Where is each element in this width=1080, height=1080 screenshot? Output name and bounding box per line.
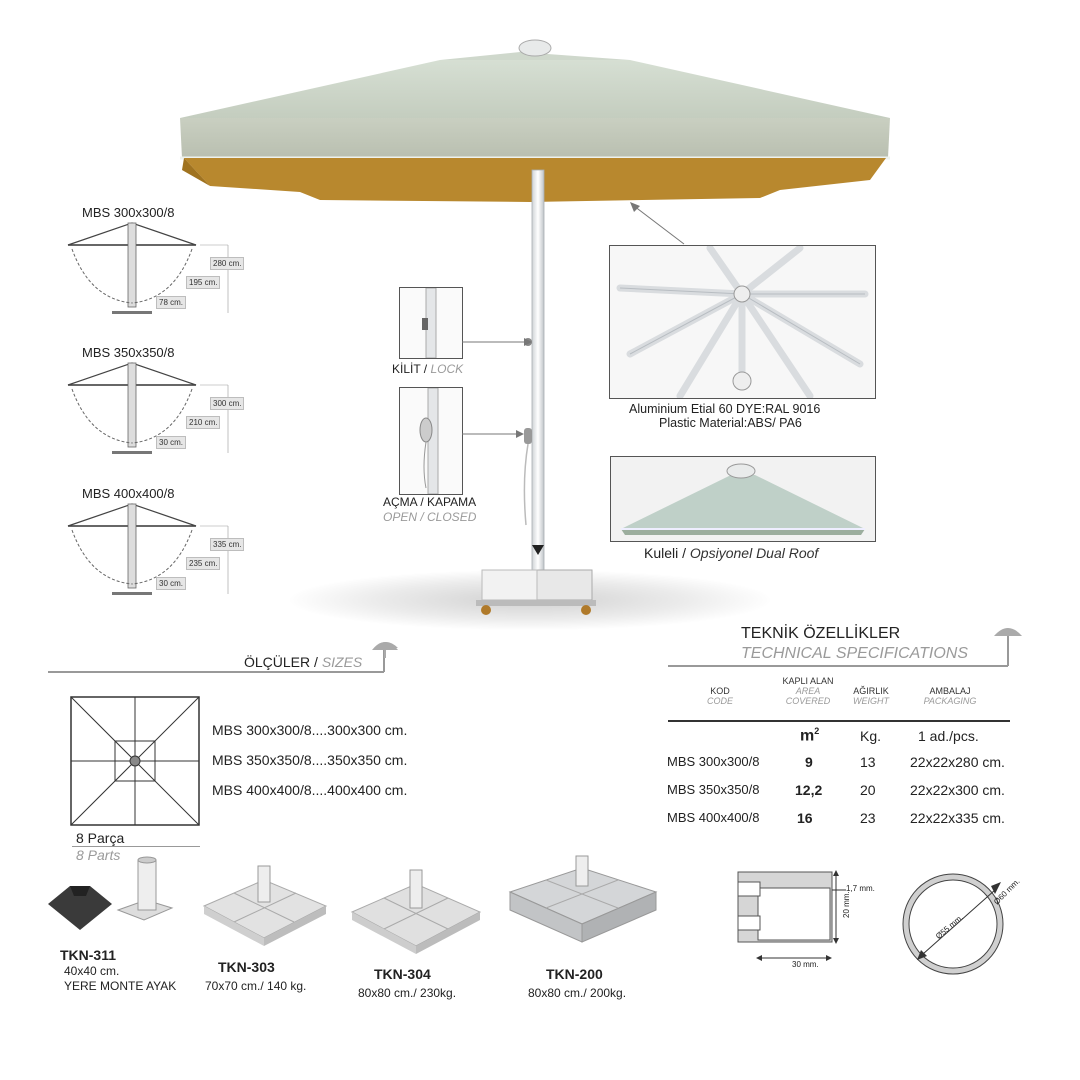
profile-width: 30 mm. <box>792 960 819 969</box>
base-desc: YERE MONTE AYAK <box>64 979 177 993</box>
size-diagram-3: MBS 400x400/8 335 cm. 235 cm. 30 cm. <box>60 486 260 606</box>
base-tkn304-image <box>350 869 482 954</box>
umbrella-icon <box>372 642 398 658</box>
height-clearance-label: 235 cm. <box>186 557 221 570</box>
round-profile-diagram <box>902 873 1004 975</box>
profile-thickness: 1,7 mm. <box>846 884 875 893</box>
crank <box>524 428 532 444</box>
table-row: MBS 300x300/8 9 13 22x22x280 cm. <box>667 754 1005 770</box>
base-code: TKN-200 <box>546 966 603 982</box>
parts-label-tr: 8 Parça <box>76 830 125 846</box>
specs-title-tr: TEKNİK ÖZELLİKLER <box>741 625 901 642</box>
height-total-label: 335 cm. <box>210 538 245 551</box>
open-close-label-en: OPEN / CLOSED <box>383 510 477 524</box>
parts-rule <box>72 846 200 847</box>
base-code: TKN-303 <box>218 959 275 975</box>
parts-label-en: 8 Parts <box>76 847 121 863</box>
base-size: 80x80 cm./ 200kg. <box>528 986 627 1000</box>
specs-header-rule <box>668 628 1022 667</box>
height-clearance-label: 210 cm. <box>186 416 221 429</box>
frame-pointer-arrow <box>630 202 685 245</box>
base-size: 70x70 cm./ 140 kg. <box>205 979 307 993</box>
height-clearance-label: 195 cm. <box>186 276 221 289</box>
material-line-2: Plastic Material:ABS/ PA6 <box>659 416 802 430</box>
sizes-header-rule <box>48 642 398 673</box>
diagram-title: MBS 350x350/8 <box>82 345 175 360</box>
size-line-1: MBS 300x300/8....300x300 cm. <box>212 722 408 738</box>
base-tkn311-image <box>48 856 174 930</box>
size-line-3: MBS 400x400/8....400x400 cm. <box>212 782 408 798</box>
dual-roof-label: Kuleli / Opsiyonel Dual Roof <box>644 545 819 561</box>
material-line-1: Aluminium Etial 60 DYE:RAL 9016 <box>629 402 821 416</box>
canopy-valance <box>180 118 890 158</box>
square-profile-diagram <box>737 870 846 961</box>
sizes-section-title: ÖLÇÜLER / SIZES <box>244 654 363 670</box>
height-total-label: 300 cm. <box>210 397 245 410</box>
lock-detail-photo <box>399 287 463 359</box>
roof-cap <box>518 39 552 57</box>
base-size: 40x40 cm. <box>64 964 120 978</box>
profile-height: 20 mm. <box>842 891 851 918</box>
frame-detail-photo <box>609 245 876 399</box>
size-diagram-1: MBS 300x300/8 280 cm. 195 cm. 78 cm. <box>60 205 260 325</box>
size-diagram-2: MBS 350x350/8 300 cm. 210 cm. 30 cm. <box>60 345 260 465</box>
base-code: TKN-311 <box>60 947 117 963</box>
base-tkn303-image <box>202 865 328 946</box>
unit-weight: Kg. <box>860 728 882 744</box>
diagram-title: MBS 400x400/8 <box>82 486 175 501</box>
diagram-title: MBS 300x300/8 <box>82 205 175 220</box>
base-tkn200-image <box>508 855 658 943</box>
top-view-diagram <box>70 696 200 826</box>
specs-title-en: TECHNICAL SPECIFICATIONS <box>741 645 968 662</box>
specs-table-rule <box>668 720 1010 722</box>
unit-packaging: 1 ad./pcs. <box>918 728 979 744</box>
size-line-2: MBS 350x350/8....350x350 cm. <box>212 752 408 768</box>
crank-arrow <box>462 430 524 438</box>
crank-detail-photo <box>399 387 463 495</box>
dual-roof-photo <box>610 456 876 542</box>
lock-arrow <box>462 338 532 346</box>
height-total-label: 280 cm. <box>210 257 245 270</box>
lock-label: KİLİT / LOCK <box>392 362 464 376</box>
height-base-label: 30 cm. <box>156 436 187 449</box>
base-size: 80x80 cm./ 230kg. <box>358 986 457 1000</box>
main-umbrella-illustration <box>180 39 890 615</box>
height-base-label: 30 cm. <box>156 577 187 590</box>
base-code: TKN-304 <box>374 966 431 982</box>
pole <box>531 169 545 576</box>
canopy-top <box>180 60 890 118</box>
table-row: MBS 400x400/8 16 23 22x22x335 cm. <box>667 810 1005 826</box>
unit-area: m2 <box>800 726 820 745</box>
height-base-label: 78 cm. <box>156 296 187 309</box>
table-row: MBS 350x350/8 12,2 20 22x22x300 cm. <box>667 782 1005 798</box>
open-close-label-tr: AÇMA / KAPAMA <box>383 495 477 509</box>
